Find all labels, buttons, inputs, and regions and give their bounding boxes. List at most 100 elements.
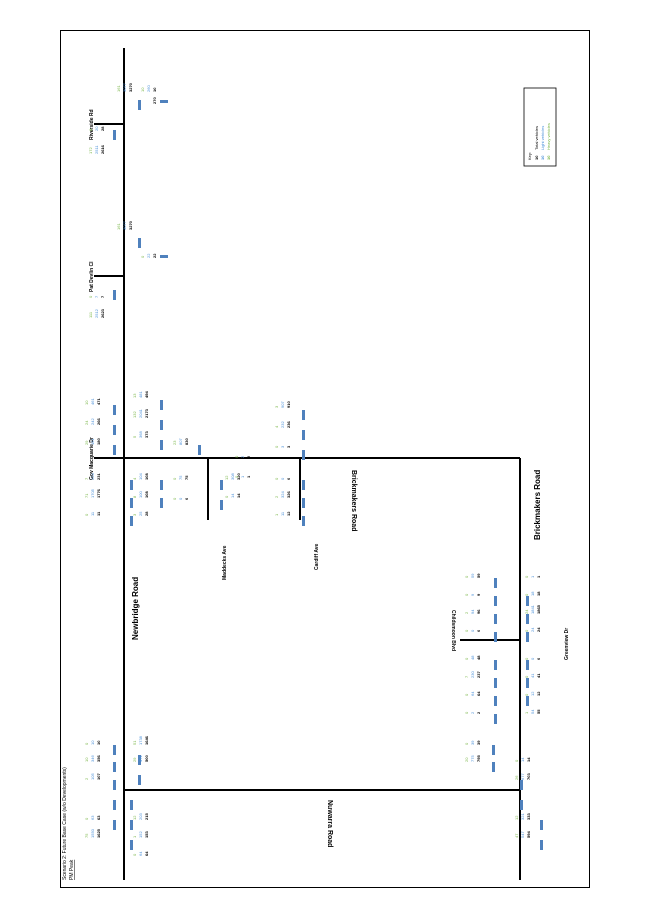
arrow-turn-icon [302, 516, 305, 526]
volume-count-group: 110 [524, 575, 541, 578]
riverside-rd-label: Riverside Rd [89, 109, 95, 140]
arrow-turn-icon [302, 450, 305, 460]
light-vehicles-count: 2512 [94, 308, 99, 318]
light-vehicles-count: 1 [240, 475, 245, 478]
light-vehicles-count: 12 [530, 691, 535, 696]
total-vehicles-count: 3270 [128, 220, 133, 230]
total-vehicles-count: 0 [286, 477, 291, 480]
arrow-through-icon [494, 696, 497, 706]
total-vehicles-count: 153 [144, 831, 149, 838]
arrow-turn-icon [160, 255, 168, 258]
light-vehicles-count: 346 [90, 755, 95, 762]
arrow-turn-icon [540, 820, 543, 830]
heavy-vehicles-count: 0 [464, 629, 469, 632]
arrow-through-icon [160, 420, 163, 430]
total-vehicles-count: 108 [144, 473, 149, 480]
diagram-frame [60, 30, 590, 888]
arrow-uturn-icon [494, 660, 497, 670]
heavy-vehicles-count: 10 [140, 87, 145, 92]
heavy-vehicles-count: 12 [224, 475, 229, 480]
light-vehicles-count: 308 [230, 473, 235, 480]
light-vehicles-count: 2511 [94, 145, 99, 154]
light-vehicles-count: 18 [530, 591, 535, 596]
volume-count-group: 330 [274, 445, 291, 448]
volume-count-group: 110 [234, 475, 251, 478]
total-vehicles-count: 594 [526, 831, 531, 838]
total-vehicles-count: 12 [536, 691, 541, 696]
nuwarra-road-label: Nuwarra Road [326, 800, 333, 847]
total-vehicles-count: 107 [96, 773, 101, 780]
key-label: Key: [527, 152, 532, 160]
arrow-through-icon [130, 820, 133, 830]
volume-count-group: 270 [152, 97, 157, 104]
total-vehicles-count: 64 [476, 691, 481, 696]
volume-count-group: 000 [172, 497, 189, 500]
total-vehicles-count: 1 [536, 575, 541, 578]
heavy-vehicles-count: 0 [464, 657, 469, 660]
total-vehicles-count: 830 [184, 438, 189, 445]
total-vehicles-count: 48 [476, 655, 481, 660]
light-vehicles-count: 2041 [138, 408, 143, 418]
total-vehicles-count: 356 [96, 755, 101, 762]
heavy-vehicles-count: 1 [274, 513, 279, 516]
heavy-vehicles-count: 29 [132, 757, 137, 762]
total-vehicles-count: 1625 [96, 828, 101, 838]
newbridge-road-label: Newbridge Road [131, 577, 140, 640]
volume-count-group: 000 [464, 629, 481, 632]
total-vehicles-count: 2 [246, 455, 251, 458]
brickmakers-road-label: Brickmakers Road [533, 470, 542, 540]
volume-count-group: 990 [464, 593, 481, 596]
light-vehicles-count: 63 [90, 815, 95, 820]
arrow-through-icon [160, 498, 163, 508]
heavy-vehicles-count: 1 [132, 835, 137, 838]
heavy-vehicles-count: 0 [464, 593, 469, 596]
heavy-vehicles-count: 20 [464, 757, 469, 762]
heavy-vehicles-count: 12 [514, 815, 519, 820]
light-vehicles-count: 775 [470, 755, 475, 762]
total-vehicles-count: 10 [152, 87, 157, 92]
light-vehicles-count: 94 [470, 609, 475, 614]
heavy-vehicles-count: 0 [524, 657, 529, 660]
total-vehicles-count: 9 [476, 593, 481, 596]
total-vehicles-count: 28 [100, 126, 105, 131]
heavy-vehicles-count: 0 [464, 711, 469, 714]
light-vehicles-count: 48 [470, 655, 475, 660]
arrow-turn-icon [302, 480, 305, 490]
total-vehicles-count: 1865 [536, 604, 541, 614]
heavy-vehicles-count: 0 [524, 593, 529, 596]
total-vehicles-count: 237 [476, 671, 481, 678]
heavy-vehicles-count: 0 [84, 513, 89, 516]
heavy-vehicles-count: 2 [84, 777, 89, 780]
arrow-turn-icon [113, 405, 116, 415]
heavy-vehicles-count: 111 [88, 311, 93, 318]
arrow-turn-icon [526, 660, 529, 670]
light-vehicles-count: 7 [94, 295, 99, 298]
light-vehicles-count: 461 [90, 398, 95, 405]
total-vehicles-count: 180 [96, 438, 101, 445]
arrow-turn-icon [130, 800, 133, 810]
heavy-vehicles-count: 8 [132, 495, 137, 498]
light-vehicles-count: 203 [138, 813, 143, 820]
total-vehicles-count: 373 [144, 431, 149, 438]
volume-count-group: 770 [88, 295, 105, 298]
light-vehicles-count: 11 [90, 511, 95, 516]
arrow-turn-icon [160, 480, 163, 490]
total-vehicles-count: 1776 [96, 488, 101, 498]
